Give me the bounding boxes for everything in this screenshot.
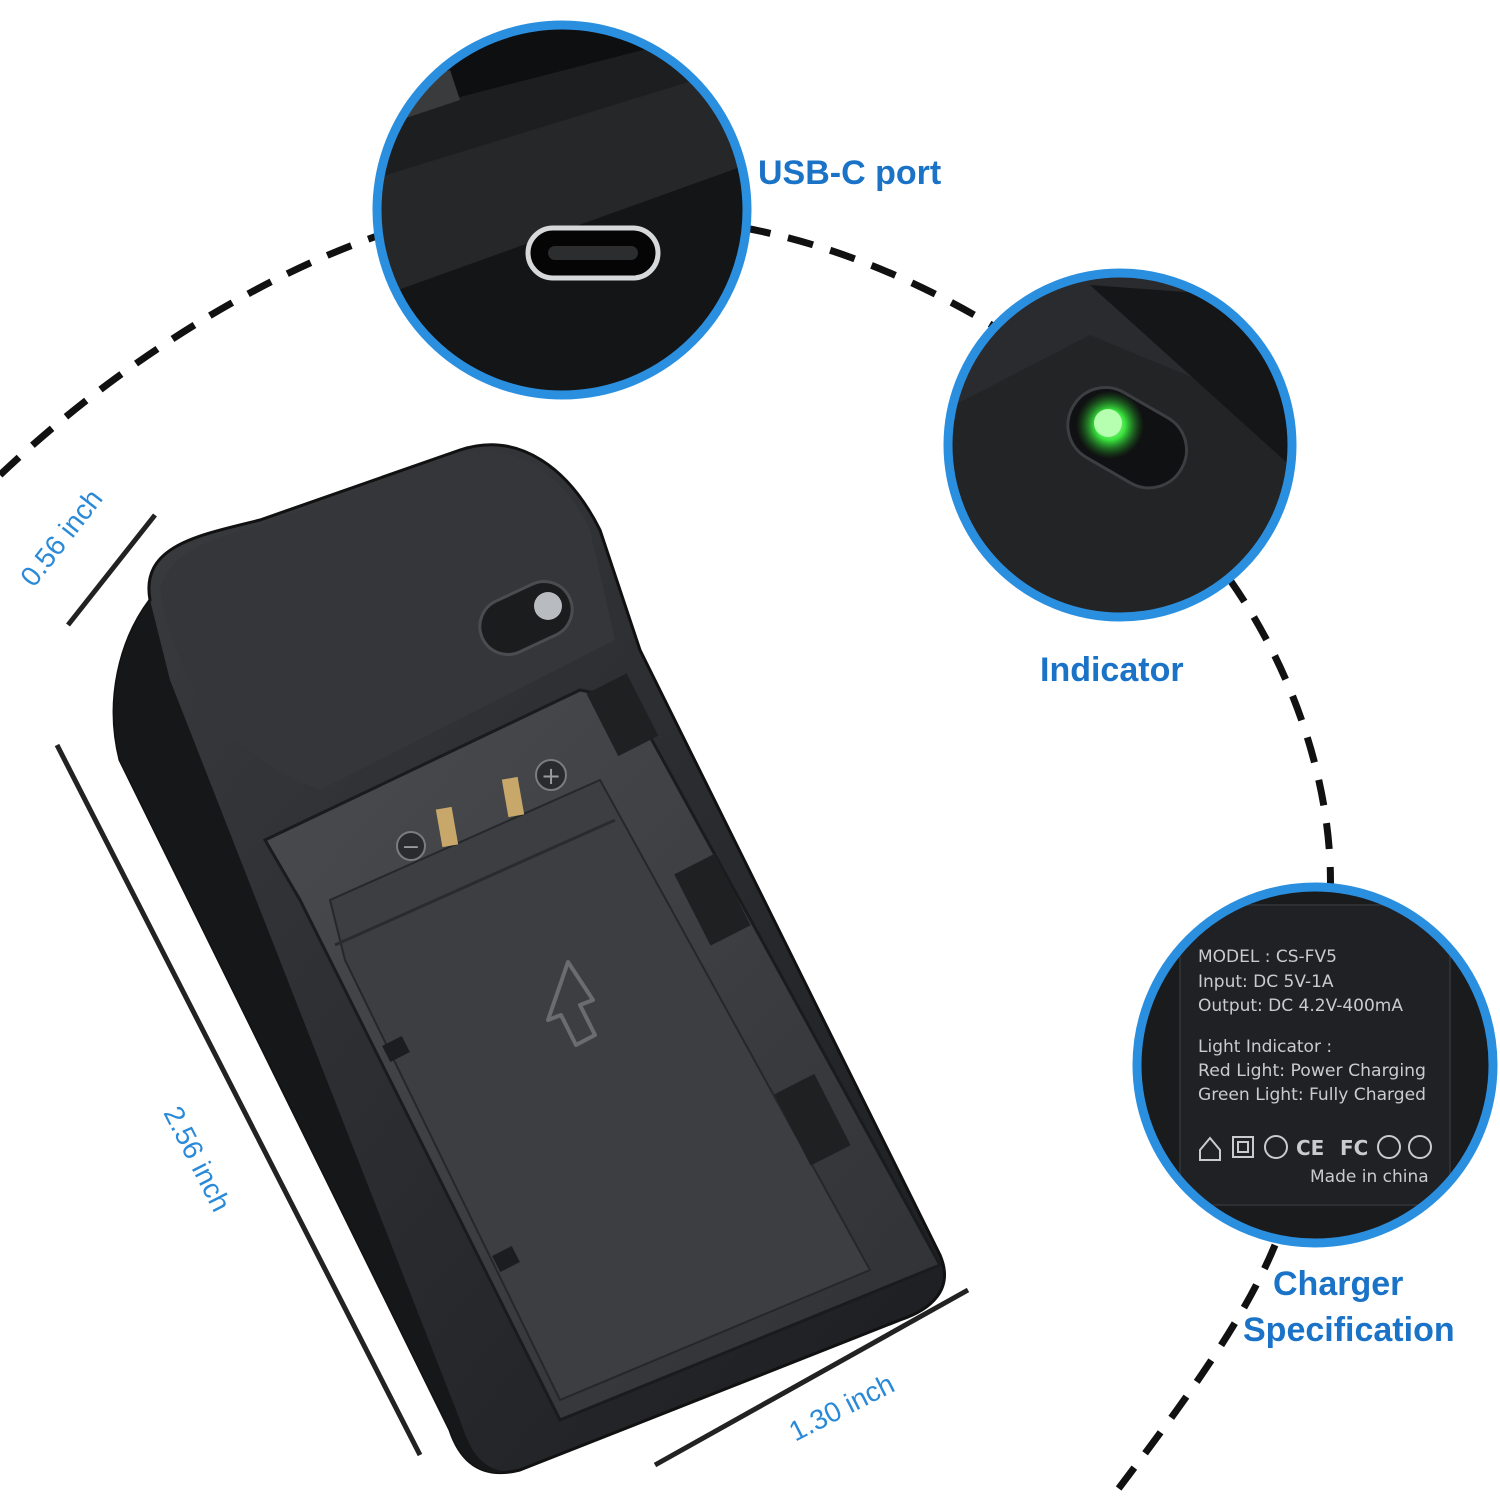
width-dimension-line: [653, 1287, 970, 1468]
spec-light-title: Light Indicator :: [1198, 1037, 1332, 1057]
plus-symbol: +: [541, 762, 561, 790]
spec-label-closeup: MODEL : CS-FV5 Input: DC 5V-1A Output: D…: [1132, 882, 1498, 1248]
indicator-closeup: [943, 268, 1297, 622]
spec-label-line2: Specification: [1243, 1311, 1455, 1349]
terminal-negative: [435, 806, 459, 848]
spec-label-line1: Charger: [1273, 1265, 1404, 1303]
double-insulation-icon: [1232, 1136, 1254, 1158]
minus-symbol: −: [402, 835, 420, 860]
fc-mark: FC: [1340, 1136, 1368, 1160]
ce-mark: CE: [1296, 1136, 1324, 1160]
spec-green-light: Green Light: Fully Charged: [1198, 1085, 1426, 1105]
indicator-label: Indicator: [1040, 651, 1184, 689]
spec-red-light: Red Light: Power Charging: [1198, 1061, 1426, 1081]
spec-input: Input: DC 5V-1A: [1198, 972, 1334, 992]
insert-arrow-icon: [546, 960, 597, 1047]
pse-icon: [1408, 1135, 1432, 1159]
spec-output: Output: DC 4.2V-400mA: [1198, 996, 1403, 1016]
certification-icons: [1199, 1135, 1432, 1161]
recycle-icon: [1264, 1135, 1288, 1159]
terminal-positive: [501, 776, 525, 818]
charger-body: − +: [112, 443, 946, 1475]
height-dimension-line: [54, 743, 423, 1457]
home-use-icon: [1199, 1136, 1221, 1161]
usb-port-label: USB-C port: [758, 154, 942, 192]
dashed-arc: [0, 224, 1334, 1500]
usb-port-closeup: [372, 20, 752, 400]
depth-dimension-line: [66, 513, 157, 627]
spec-made-in: Made in china: [1310, 1167, 1429, 1187]
ul-icon: [1377, 1135, 1401, 1159]
spec-model: MODEL : CS-FV5: [1198, 947, 1337, 967]
